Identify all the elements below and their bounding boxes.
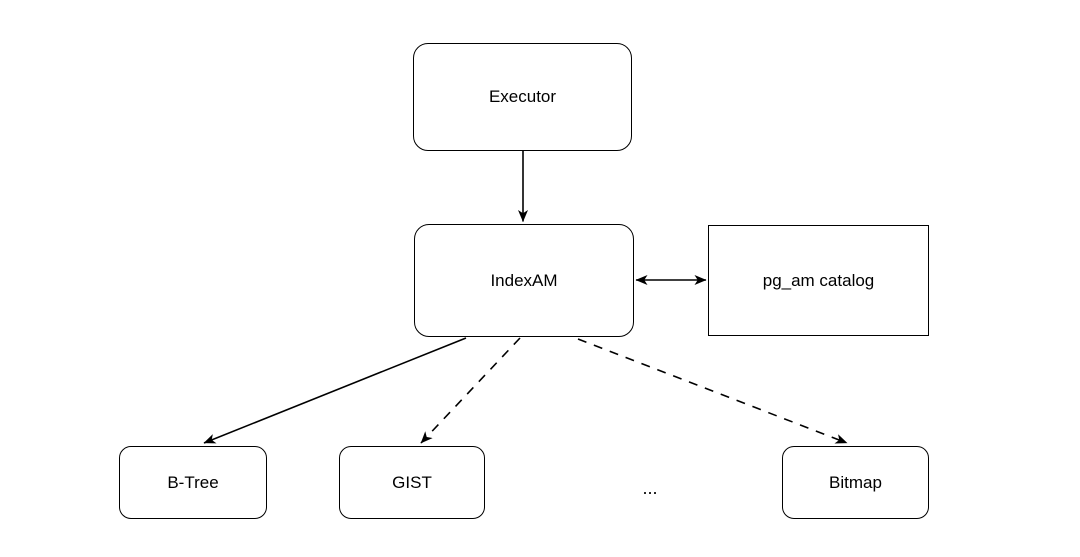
node-bitmap-label: Bitmap <box>829 472 882 492</box>
node-btree-label: B-Tree <box>167 472 219 492</box>
node-indexam-label: IndexAM <box>490 270 558 290</box>
node-ellipsis-label: ... <box>642 477 658 498</box>
edge-indexam-btree <box>203 337 467 444</box>
edge-indexam-gist <box>420 337 521 444</box>
node-gist-label: GIST <box>392 472 432 492</box>
node-pg-am-catalog-label: pg_am catalog <box>762 270 875 290</box>
node-ellipsis: ... <box>615 468 685 508</box>
node-pg-am-catalog: pg_am catalog <box>708 225 929 336</box>
node-bitmap: Bitmap <box>782 446 929 519</box>
node-btree: B-Tree <box>119 446 267 519</box>
node-gist: GIST <box>339 446 485 519</box>
edge-indexam-bitmap <box>577 338 848 444</box>
node-executor-label: Executor <box>488 87 557 106</box>
node-executor: Executor <box>413 43 632 151</box>
node-indexam: IndexAM <box>414 224 634 337</box>
